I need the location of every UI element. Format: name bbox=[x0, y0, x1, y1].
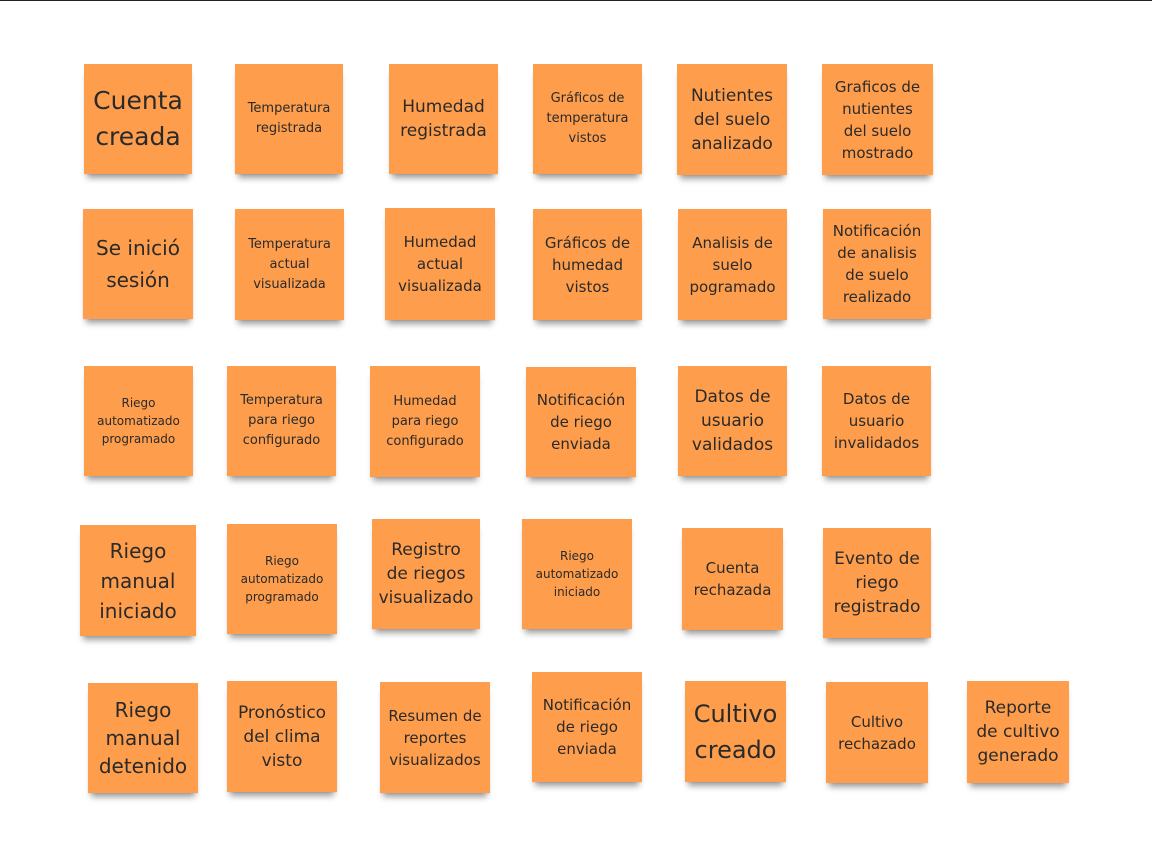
sticky-note[interactable]: Datos de usuario validados bbox=[678, 366, 787, 476]
sticky-note[interactable]: Temperatura registrada bbox=[235, 64, 343, 174]
sticky-note-text: Riego manual iniciado bbox=[99, 538, 177, 623]
sticky-note[interactable]: Riego manual iniciado bbox=[80, 525, 196, 636]
sticky-note[interactable]: Gráficos de temperatura vistos bbox=[533, 64, 642, 174]
sticky-note-text: Temperatura registrada bbox=[247, 101, 331, 136]
sticky-note[interactable]: Graficos de nutientes del suelo mostrado bbox=[822, 64, 933, 175]
sticky-note-text: Notificación de riego enviada bbox=[536, 391, 626, 453]
sticky-note[interactable]: Notificación de analisis de suelo realiz… bbox=[823, 209, 931, 319]
sticky-note-text: Temperatura para riego configurado bbox=[240, 393, 323, 448]
sticky-note-text: Temperatura actual visualizada bbox=[248, 236, 331, 292]
sticky-note[interactable]: Cultivo rechazado bbox=[826, 682, 928, 783]
sticky-note-text: Cuenta rechazada bbox=[693, 559, 772, 599]
sticky-note-text: Evento de riego registrado bbox=[833, 549, 921, 617]
sticky-note-text: Humedad registrada bbox=[400, 97, 487, 141]
sticky-note-text: Analisis de suelo pogramado bbox=[689, 233, 776, 296]
sticky-note[interactable]: Se inició sesión bbox=[83, 209, 193, 319]
sticky-note-text: Gráficos de humedad vistos bbox=[544, 233, 631, 296]
sticky-note-text: Datos de usuario invalidados bbox=[833, 390, 920, 452]
sticky-note[interactable]: Pronóstico del clima visto bbox=[227, 681, 337, 792]
sticky-note-text: Registro de riegos visualizado bbox=[378, 540, 474, 608]
sticky-note-text: Nutientes del suelo analizado bbox=[690, 85, 774, 154]
sticky-note-text: Resumen de reportes visualizados bbox=[388, 706, 482, 769]
sticky-note[interactable]: Riego automatizado programado bbox=[84, 366, 193, 476]
sticky-note-text: Notificación de riego enviada bbox=[542, 696, 632, 758]
sticky-note[interactable]: Cuenta creada bbox=[84, 64, 192, 174]
sticky-note[interactable]: Registro de riegos visualizado bbox=[372, 519, 480, 629]
sticky-note-text: Pronóstico del clima visto bbox=[237, 702, 327, 771]
sticky-note[interactable]: Notificación de riego enviada bbox=[526, 367, 636, 477]
sticky-note[interactable]: Riego manual detenido bbox=[88, 683, 198, 793]
sticky-note-text: Se inició sesión bbox=[96, 236, 180, 292]
sticky-note-text: Riego automatizado iniciado bbox=[535, 549, 619, 599]
sticky-note[interactable]: Humedad para riego configurado bbox=[370, 366, 480, 477]
sticky-note[interactable]: Resumen de reportes visualizados bbox=[380, 682, 490, 793]
sticky-note[interactable]: Notificación de riego enviada bbox=[532, 672, 642, 782]
sticky-note-text: Reporte de cultivo generado bbox=[976, 698, 1060, 766]
sticky-note-text: Cultivo rechazado bbox=[838, 712, 916, 753]
sticky-note[interactable]: Riego automatizado programado bbox=[227, 524, 337, 634]
top-border-line bbox=[0, 0, 1152, 1]
sticky-note[interactable]: Nutientes del suelo analizado bbox=[677, 64, 787, 175]
sticky-note-text: Notificación de analisis de suelo realiz… bbox=[832, 222, 922, 306]
sticky-note-text: Humedad para riego configurado bbox=[386, 393, 464, 449]
sticky-note[interactable]: Temperatura para riego configurado bbox=[227, 366, 336, 476]
sticky-note-text: Cuenta creada bbox=[93, 86, 183, 151]
sticky-note[interactable]: Humedad registrada bbox=[389, 64, 498, 174]
sticky-note[interactable]: Riego automatizado iniciado bbox=[522, 519, 632, 629]
sticky-note-text: Riego manual detenido bbox=[98, 698, 188, 778]
sticky-note-text: Riego automatizado programado bbox=[97, 396, 180, 446]
sticky-note-text: Riego automatizado programado bbox=[240, 554, 324, 604]
sticky-note-text: Gráficos de temperatura vistos bbox=[546, 91, 629, 146]
sticky-note[interactable]: Datos de usuario invalidados bbox=[822, 366, 931, 476]
sticky-note[interactable]: Analisis de suelo pogramado bbox=[678, 209, 787, 320]
sticky-note[interactable]: Reporte de cultivo generado bbox=[967, 681, 1069, 783]
sticky-note-text: Datos de usuario validados bbox=[691, 387, 774, 455]
sticky-note[interactable]: Evento de riego registrado bbox=[823, 528, 931, 638]
sticky-note[interactable]: Cuenta rechazada bbox=[682, 528, 783, 630]
sticky-note[interactable]: Gráficos de humedad vistos bbox=[533, 209, 642, 320]
sticky-note-text: Humedad actual visualizada bbox=[398, 233, 482, 295]
sticky-note[interactable]: Temperatura actual visualizada bbox=[235, 209, 344, 320]
sticky-note[interactable]: Humedad actual visualizada bbox=[385, 208, 495, 320]
sticky-note[interactable]: Cultivo creado bbox=[685, 681, 786, 782]
sticky-note-text: Cultivo creado bbox=[693, 699, 778, 764]
sticky-note-text: Graficos de nutientes del suelo mostrado bbox=[834, 77, 921, 162]
